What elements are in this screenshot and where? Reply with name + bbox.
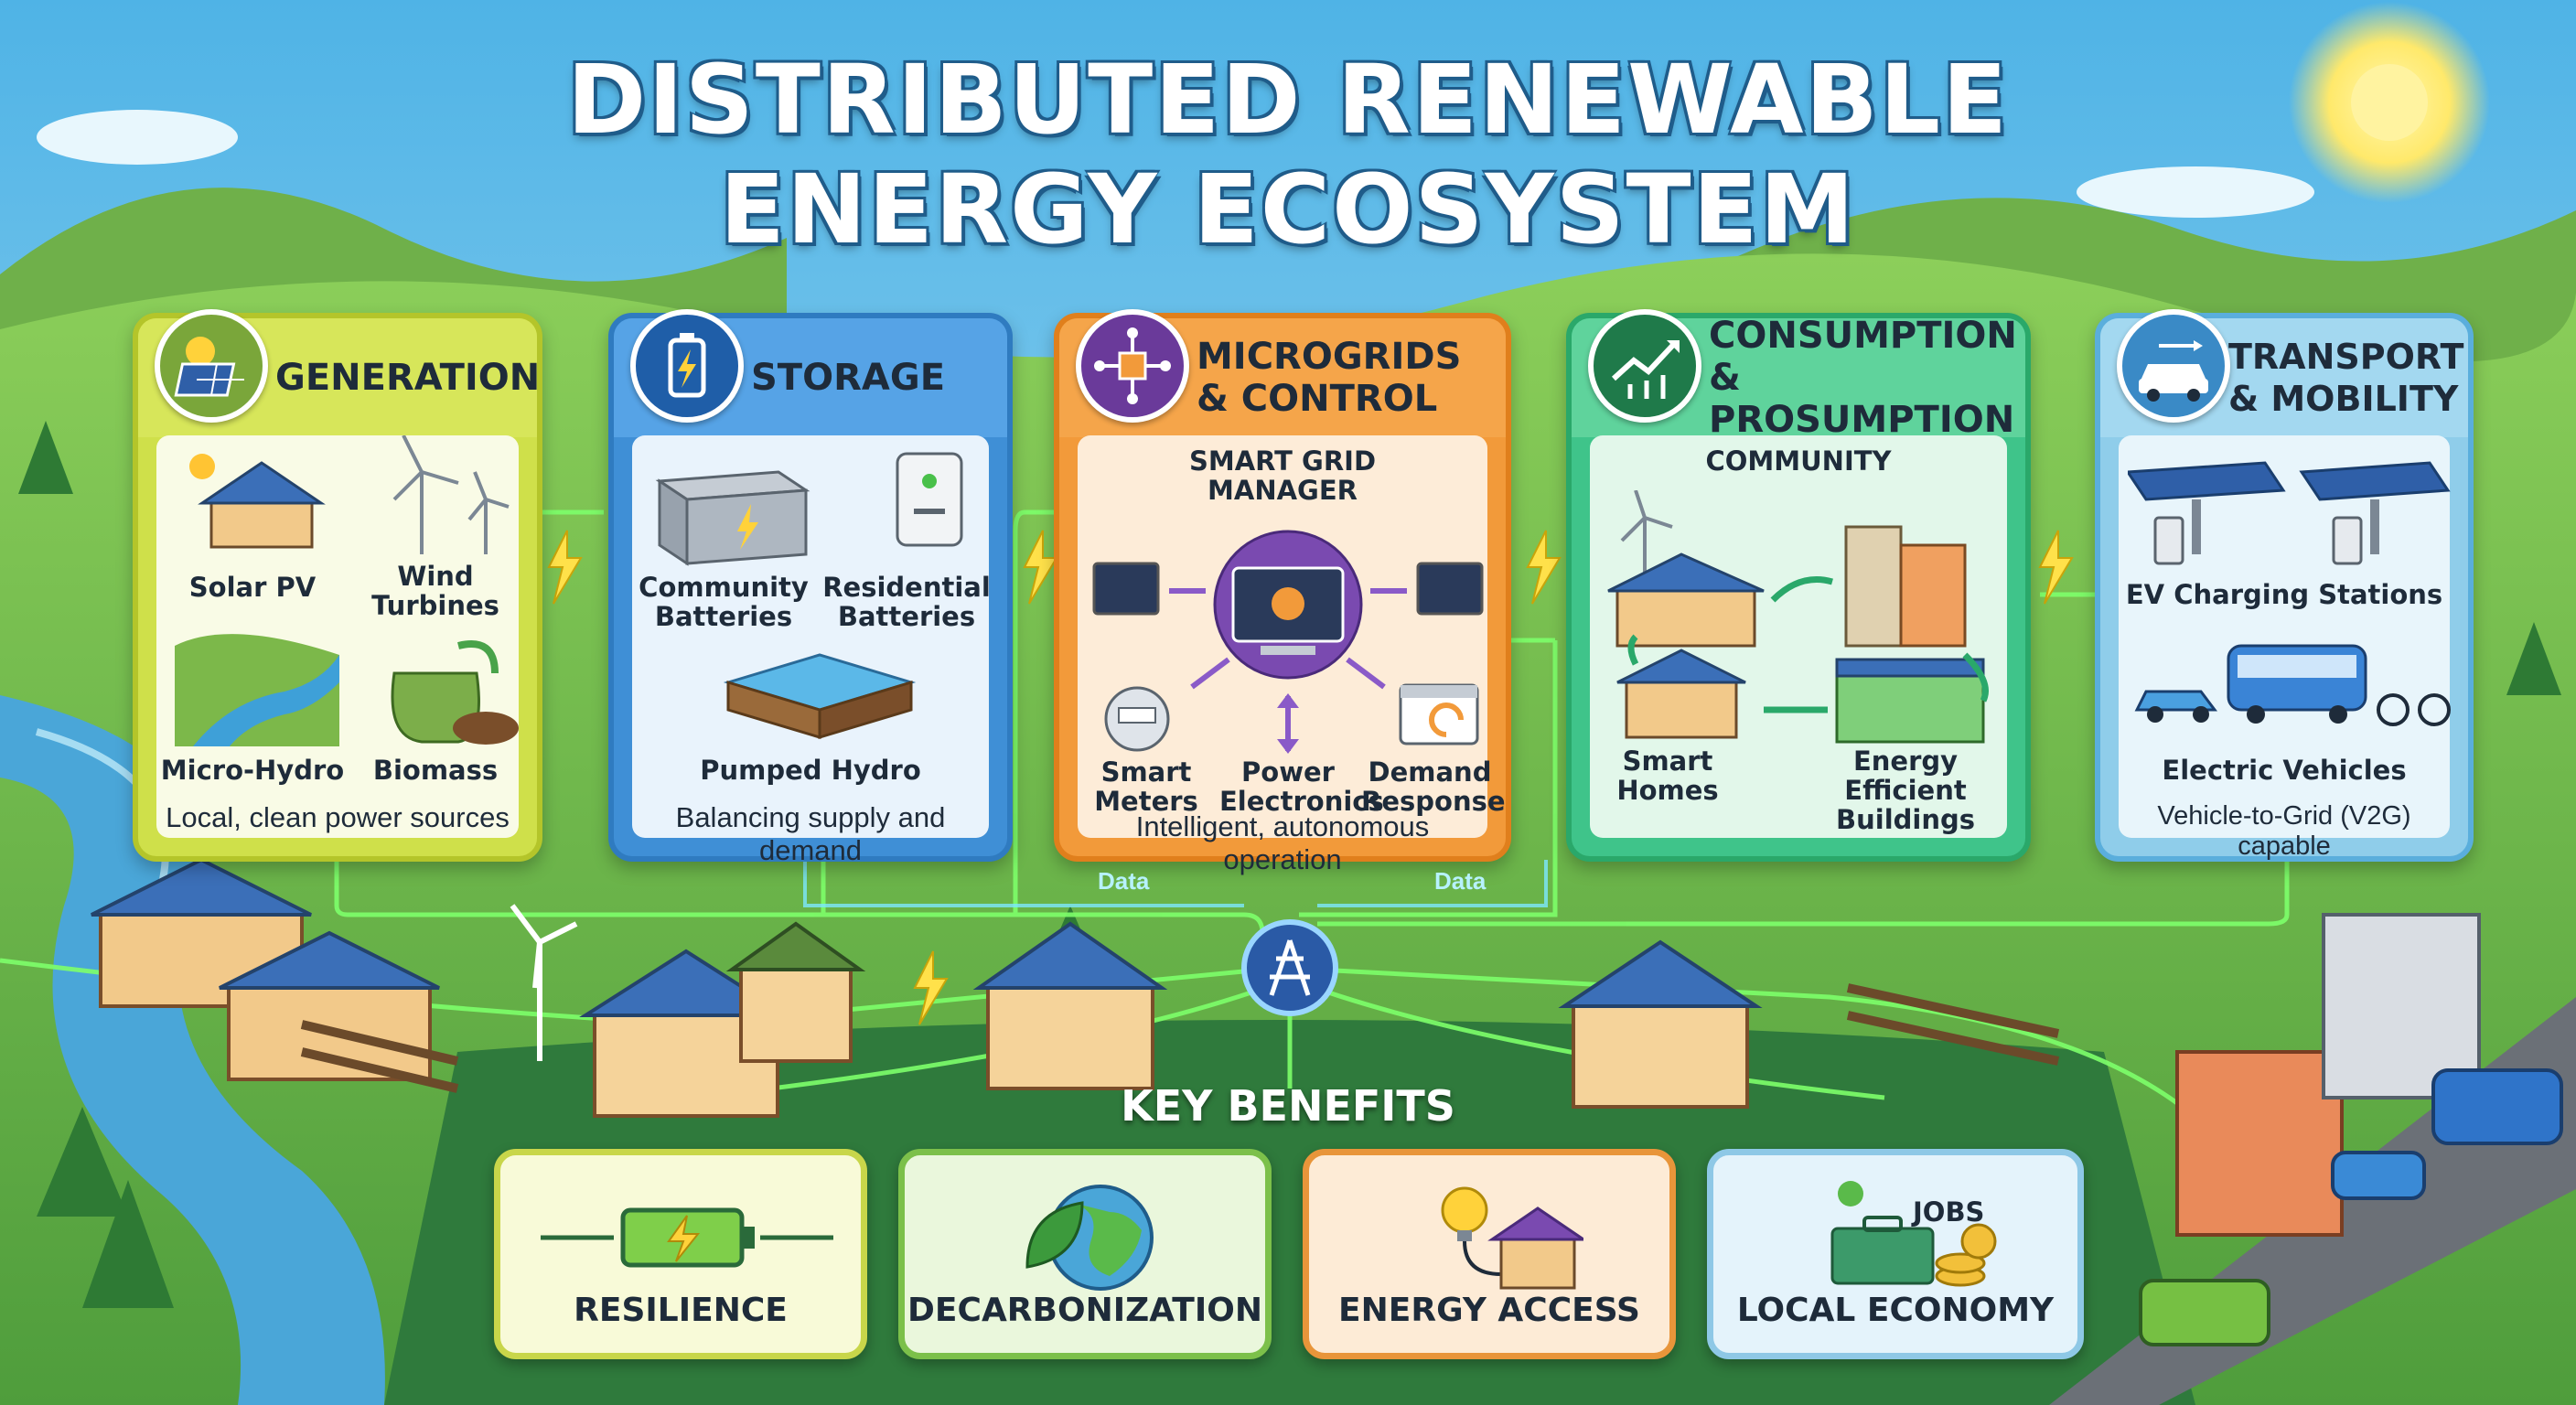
transport-panel: TRANSPORT & MOBILITY EV Charging Station…	[2095, 309, 2474, 862]
solar-pv-label: Solar PV	[188, 572, 317, 603]
smart-homes-label: Smart Homes	[1616, 745, 1719, 806]
solar-panel-icon	[155, 309, 268, 423]
battery-icon	[630, 309, 744, 423]
electric-vehicles-icon	[2134, 644, 2451, 726]
smart-grid-manager-label: SMART GRID MANAGER	[1188, 445, 1377, 506]
briefcase-coins-icon	[1830, 1181, 1997, 1287]
lightbulb-house-icon	[1441, 1186, 1583, 1290]
house-icon	[1615, 589, 1756, 648]
car-charging-icon	[2117, 309, 2230, 423]
micro-hydro-icon	[175, 634, 339, 746]
generation-caption: Local, clean power sources	[166, 801, 510, 833]
consumption-panel: CONSUMPTION & PROSUMPTION COMMUNITY Smar…	[1566, 309, 2031, 862]
river	[0, 695, 385, 1405]
storage-caption: Balancing supply and demand	[675, 801, 946, 866]
building-icon	[1844, 525, 1903, 648]
biomass-label: Biomass	[372, 755, 499, 786]
bus-icon	[2431, 1068, 2563, 1145]
generation-panel: GENERATION Solar PV Wind Turbines Micro	[133, 309, 542, 862]
community-battery-icon	[655, 470, 810, 566]
pumped-hydro-icon	[723, 653, 917, 740]
transport-caption: Vehicle-to-Grid (V2G) capable	[2157, 801, 2411, 861]
storage-panel: STORAGE Community Batteries Residential …	[608, 309, 1013, 866]
microgrids-title: MICROGRIDS & CONTROL	[1197, 336, 1462, 420]
network-hub-icon	[1076, 309, 1189, 423]
benefit-energy-access: ENERGY ACCESS	[1303, 1149, 1676, 1359]
smart-grid-manager-diagram	[1092, 530, 1484, 690]
resilience-label: RESILIENCE	[574, 1292, 788, 1329]
grid-hub-icon	[1241, 919, 1338, 1016]
benefit-local-economy: JOBS LOCAL ECONOMY	[1707, 1149, 2084, 1359]
micro-hydro-label: Micro-Hydro	[160, 755, 345, 786]
globe-leaf-icon	[1025, 1185, 1154, 1291]
ev-charging-station-icon	[2128, 461, 2451, 565]
ev-charging-stations-label: EV Charging Stations	[2125, 579, 2443, 610]
community-batteries-label: Community Batteries	[639, 572, 809, 632]
decarbonization-label: DECARBONIZATION	[907, 1292, 1262, 1329]
biomass-icon	[391, 640, 519, 745]
pumped-hydro-label: Pumped Hydro	[700, 755, 921, 786]
microgrids-caption: Intelligent, autonomous operation	[1135, 810, 1430, 875]
power-electronics-label: Power Electronics	[1219, 756, 1384, 817]
smart-meter-icon	[1104, 686, 1170, 752]
community-label: COMMUNITY	[1705, 445, 1892, 477]
consumption-title: CONSUMPTION & PROSUMPTION	[1709, 315, 2017, 441]
electric-vehicles-label: Electric Vehicles	[2162, 755, 2407, 786]
car-icon	[2331, 1151, 2426, 1200]
lightning-icon	[547, 530, 583, 605]
power-electronics-icon	[1277, 693, 1299, 754]
battery-charge-icon	[541, 1207, 833, 1268]
data-flow-label-1: Data	[1098, 867, 1150, 895]
energy-efficient-buildings-label: Energy Efficient Buildings	[1836, 745, 1975, 835]
key-benefits-heading: KEY BENEFITS	[1121, 1081, 1455, 1131]
community-diagram	[1607, 490, 1989, 744]
transport-title: TRANSPORT & MOBILITY	[2228, 337, 2464, 419]
solar-house-icon	[189, 454, 326, 549]
local-economy-label: LOCAL ECONOMY	[1736, 1292, 2055, 1329]
microgrids-panel: MICROGRIDS & CONTROL SMART GRID MANAGER	[1054, 309, 1511, 875]
main-title-line-2: ENERGY ECOSYSTEM	[719, 154, 1857, 265]
demand-response-label: Demand Response	[1361, 756, 1506, 817]
benefit-decarbonization: DECARBONIZATION	[898, 1149, 1272, 1359]
storage-title: STORAGE	[751, 357, 946, 399]
smart-meters-label: Smart Meters	[1094, 756, 1198, 817]
jobs-label: JOBS	[1913, 1196, 1985, 1228]
residential-batteries-label: Residential Batteries	[822, 572, 991, 632]
residential-battery-icon	[896, 452, 963, 547]
green-bus-icon	[2139, 1279, 2270, 1346]
monitor-icon	[1092, 562, 1160, 616]
data-flow-label-2: Data	[1434, 867, 1487, 895]
growth-chart-icon	[1588, 309, 1701, 423]
benefit-resilience: RESILIENCE	[494, 1149, 867, 1359]
main-title-line-1: DISTRIBUTED RENEWABLE	[566, 44, 2010, 156]
village-houses	[91, 857, 2563, 1346]
wind-turbine-icon	[392, 435, 510, 554]
generation-title: GENERATION	[275, 357, 541, 399]
demand-response-icon	[1399, 683, 1479, 745]
wind-turbines-label: Wind Turbines	[371, 561, 499, 621]
energy-access-label: ENERGY ACCESS	[1338, 1292, 1640, 1329]
